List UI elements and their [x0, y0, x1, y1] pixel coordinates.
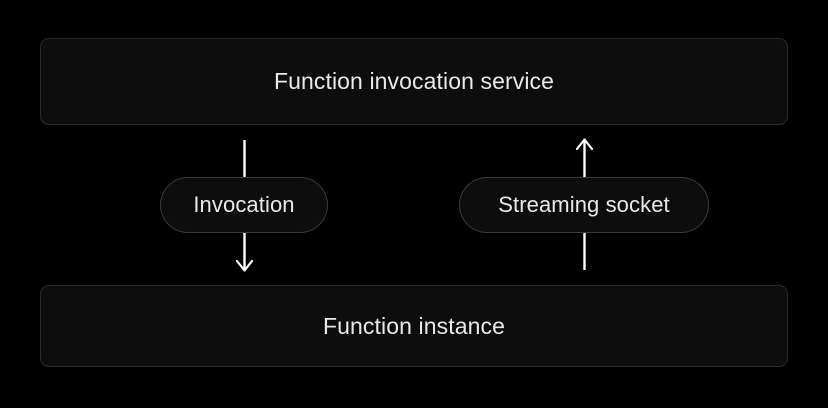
node-function-instance[interactable]: Function instance: [40, 285, 788, 367]
node-streaming-socket-pill[interactable]: Streaming socket: [459, 177, 709, 233]
node-label-function-invocation-service: Function invocation service: [273, 68, 555, 94]
arrowhead-down-icon: [235, 259, 254, 272]
node-invocation-pill[interactable]: Invocation: [160, 177, 328, 233]
node-label-streaming-socket: Streaming socket: [498, 192, 670, 217]
node-label-invocation: Invocation: [193, 192, 295, 217]
arrowhead-up-icon: [575, 138, 594, 151]
node-label-function-instance: Function instance: [323, 312, 505, 339]
node-function-invocation-service[interactable]: Function invocation service: [40, 38, 788, 125]
